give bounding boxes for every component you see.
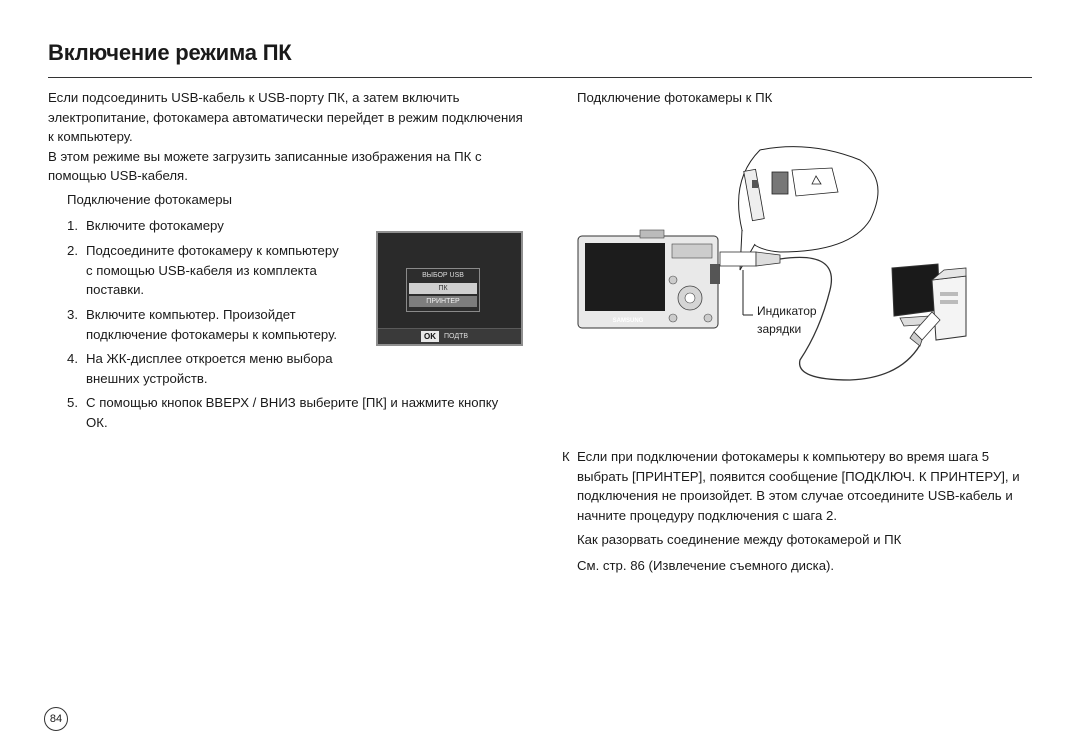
step-text: Включите компьютер. Произойдет <box>86 307 296 322</box>
usb-menu-item-printer[interactable]: ПРИНТЕР <box>409 296 477 307</box>
usb-menu-item-pc[interactable]: ПК <box>409 283 477 294</box>
subheading-camera-connection: Подключение фотокамеры <box>67 192 233 207</box>
step-number: 2. <box>67 243 78 258</box>
step-text: С помощью кнопок ВВЕРХ / ВНИЗ выберите [… <box>86 395 499 430</box>
step-text: Включите фотокамеру <box>86 218 224 233</box>
ok-confirm-label: ПОДТВ <box>444 333 469 340</box>
lcd-bottom-bar: OK ПОДТВ <box>378 328 521 344</box>
step-text: Подсоедините фотокамеру к компьютеру <box>86 243 339 258</box>
step-5: 5. С помощью кнопок ВВЕРХ / ВНИЗ выберит… <box>67 393 517 432</box>
camera-brand-logo: SAMSUNG <box>613 318 644 324</box>
step-number: 4. <box>67 351 78 366</box>
step-text: внешних устройств. <box>86 370 208 386</box>
intro-paragraph-1: Если подсоединить USB-кабель к USB-порту… <box>48 90 523 144</box>
title-divider <box>48 77 1032 78</box>
disconnect-heading: Как разорвать соединение между фотокамер… <box>577 532 902 547</box>
step-text: поставки. <box>86 282 145 297</box>
intro-paragraph-2: В этом режиме вы можете загрузить записа… <box>48 148 482 184</box>
step-text: На ЖК-дисплее откроется меню выбора <box>86 351 333 366</box>
printer-mode-note: Если при подключении фотокамеры к компью… <box>577 449 1020 523</box>
connection-diagram-heading: Подключение фотокамеры к ПК <box>577 90 773 105</box>
camera-to-pc-illustration: SAMSUNG <box>577 146 967 381</box>
step-number: 1. <box>67 218 78 233</box>
intro-text: Если подсоединить USB-кабель к USB-порту… <box>48 88 523 186</box>
usb-menu-panel: ВЫБОР USB ПК ПРИНТЕР <box>406 268 480 312</box>
step-number: 5. <box>67 395 78 410</box>
step-text: с помощью USB-кабеля из комплекта <box>86 262 317 278</box>
charge-indicator-line-2: зарядки <box>757 322 802 336</box>
charge-indicator-line-1: Индикатор <box>757 304 817 318</box>
page-number: 84 <box>44 707 68 731</box>
step-number: 3. <box>67 307 78 322</box>
note-icon: К <box>562 449 570 464</box>
usb-menu-header: ВЫБОР USB <box>422 272 464 279</box>
lcd-usb-menu: ВЫБОР USB ПК ПРИНТЕР OK ПОДТВ <box>376 231 523 346</box>
charge-indicator-label: Индикатор зарядки <box>757 302 817 338</box>
step-text: подключение фотокамеры к компьютеру. <box>86 326 338 342</box>
page-title: Включение режима ПК <box>48 40 292 65</box>
see-page-reference: См. стр. 86 (Извлечение съемного диска). <box>577 558 835 573</box>
ok-key-icon: OK <box>421 331 439 342</box>
